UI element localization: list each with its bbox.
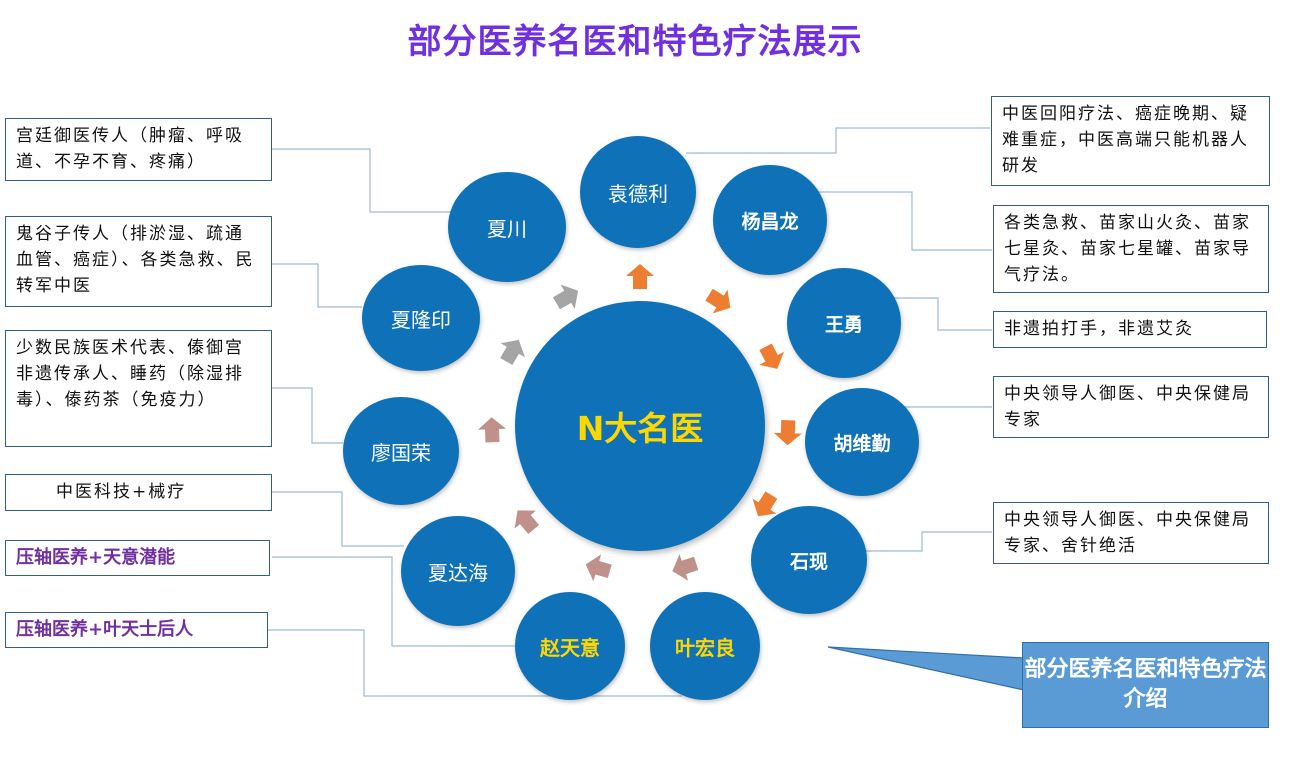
arrow-right-2 <box>773 419 802 446</box>
doctor-yuandeli: 袁德利 <box>580 136 696 248</box>
arrow-right-3 <box>752 491 778 517</box>
doctor-huweiqin: 胡维勤 <box>805 388 919 496</box>
doctor-yangchanglong: 杨昌龙 <box>713 165 827 275</box>
desc-text: 宫廷御医传人（肿瘤、呼吸道、不孕不育、疼痛） <box>16 126 244 172</box>
arrow-lower-left <box>514 510 540 535</box>
desc-text: 中医回阳疗法、癌症晚期、疑难重症，中医高端只能机器人研发 <box>1002 104 1249 176</box>
page-title: 部分医养名医和特色疗法展示 <box>407 22 863 62</box>
arrow-bottom-right <box>672 554 699 581</box>
doctor-yehongliang: 叶宏良 <box>650 592 760 700</box>
desc-box-xialongyin: 鬼谷子传人（排淤湿、疏通血管、癌症）、各类急救、民转军中医 <box>5 216 272 307</box>
desc-box-xiachuan: 宫廷御医传人（肿瘤、呼吸道、不孕不育、疼痛） <box>5 118 272 181</box>
desc-box-zhaotianyi: 压轴医养+天意潜能 <box>5 540 270 576</box>
desc-box-yehongliang: 压轴医养+叶天士后人 <box>5 612 268 648</box>
desc-box-liaoguorong: 少数民族医术代表、傣御宫非遗传承人、睡药（除湿排毒）、傣药茶（免疫力） <box>5 330 272 447</box>
center-circle: N大名医 <box>515 301 765 551</box>
desc-text: 中医科技+械疗 <box>56 482 187 502</box>
connector-b5 <box>272 556 517 647</box>
arrow-top <box>626 264 654 289</box>
doctor-wangyong: 王勇 <box>787 268 901 378</box>
arrow-left <box>478 417 507 443</box>
desc-text: 压轴医养+天意潜能 <box>16 547 176 568</box>
doctor-liaoguorong: 廖国荣 <box>343 397 459 505</box>
desc-text: 中央领导人御医、中央保健局专家、舍针绝活 <box>1004 510 1251 556</box>
desc-text: 少数民族医术代表、傣御宫非遗传承人、睡药（除湿排毒）、傣药茶（免疫力） <box>16 338 244 410</box>
doctor-xiachuan: 夏川 <box>448 172 566 282</box>
doctor-zhaotianyi: 赵天意 <box>515 592 625 700</box>
desc-box-huweiqin: 中央领导人御医、中央保健局专家 <box>993 376 1269 438</box>
connector-r1 <box>686 127 990 154</box>
desc-box-yangchanglong: 各类急救、苗家山火灸、苗家七星灸、苗家七星罐、苗家导气疗法。 <box>993 205 1269 293</box>
callout-box: 部分医养名医和特色疗法介绍 <box>1022 642 1269 728</box>
desc-text: 鬼谷子传人（排淤湿、疏通血管、癌症）、各类急救、民转军中医 <box>16 224 255 296</box>
desc-text: 各类急救、苗家山火灸、苗家七星灸、苗家七星罐、苗家导气疗法。 <box>1004 213 1251 285</box>
arrow-bottom-left <box>585 554 612 582</box>
connector-b3 <box>272 387 343 444</box>
connector-b1 <box>272 148 452 213</box>
desc-text: 非遗拍打手，非遗艾灸 <box>1004 319 1194 339</box>
arrow-upper-left-2 <box>552 284 579 310</box>
arrow-right-1 <box>759 343 785 369</box>
desc-box-xiadahai: 中医科技+械疗 <box>5 474 272 511</box>
desc-box-wangyong: 非遗拍打手，非遗艾灸 <box>993 311 1267 348</box>
doctor-shixian: 石现 <box>751 506 867 614</box>
desc-text: 压轴医养+叶天士后人 <box>16 619 194 640</box>
desc-box-shixian: 中央领导人御医、中央保健局专家、舍针绝活 <box>993 502 1269 564</box>
connector-b6 <box>268 629 682 697</box>
doctor-xialongyin: 夏隆印 <box>362 265 480 371</box>
doctor-xiadahai: 夏达海 <box>401 516 515 626</box>
connector-b2 <box>272 263 362 308</box>
arrow-upper-left-1 <box>500 339 525 366</box>
connector-r2 <box>797 191 992 251</box>
desc-text: 中央领导人御医、中央保健局专家 <box>1004 384 1251 430</box>
desc-box-yuandeli: 中医回阳疗法、癌症晚期、疑难重症，中医高端只能机器人研发 <box>991 96 1270 186</box>
connector-b4 <box>272 491 404 547</box>
arrow-upper-right <box>705 288 731 314</box>
